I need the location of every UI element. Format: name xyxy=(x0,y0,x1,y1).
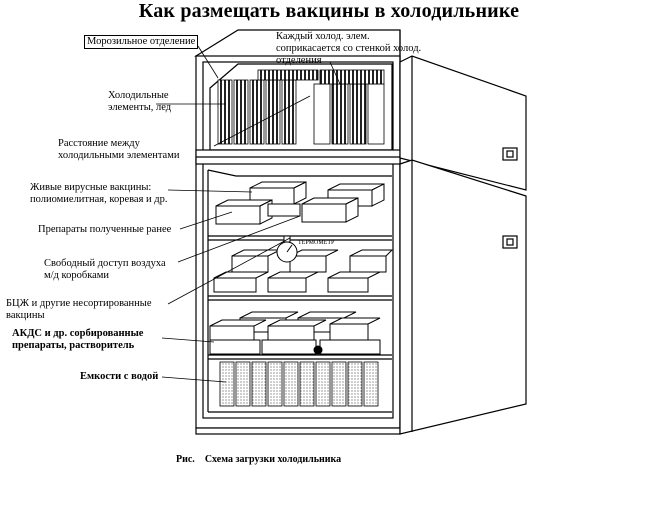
fridge-door xyxy=(399,159,527,435)
freezer-door xyxy=(399,55,527,191)
figure-caption: Рис. Схема загрузки холодильника xyxy=(176,454,341,465)
shelf-1-boxes xyxy=(215,181,385,225)
leader-lines xyxy=(156,45,341,383)
ice-label-line-1: Холодильные xyxy=(108,90,169,101)
cold-element-note-line-3: отделения xyxy=(276,55,322,66)
air-access-label-line-1: Свободный доступ воздуха xyxy=(44,258,166,269)
adsorbed-label-line-2: препараты, растворитель xyxy=(12,340,135,351)
cold-element-note-line-2: соприкасается со стенкой холод. xyxy=(276,43,422,54)
caption-text: Схема загрузки холодильника xyxy=(204,454,342,465)
air-access-label-line-2: м/д коробками xyxy=(44,270,110,281)
caption-prefix: Рис. xyxy=(176,454,195,465)
thermometer-icon xyxy=(276,235,298,263)
bcg-label-line-1: БЦЖ и другие несортированные xyxy=(6,298,152,309)
fridge-doors xyxy=(399,55,527,435)
earlier-preparations-label: Препараты полученные ранее xyxy=(38,224,172,235)
live-vaccines-label-line-1: Живые вирусные вакцины: xyxy=(30,182,152,193)
ice-label-line-2: элементы, лед xyxy=(108,102,172,113)
distance-label-line-2: холодильными элементами xyxy=(58,150,180,161)
cold-element-note-line-1: Каждый холод. элем. xyxy=(276,31,370,42)
live-vaccines-label-line-2: полиомиелитная, коревая и др. xyxy=(30,194,168,205)
shelf-2-boxes xyxy=(213,249,394,293)
distance-label-line-1: Расстояние между xyxy=(58,138,140,149)
page-title: Как размещать вакцины в холодильнике xyxy=(138,0,520,22)
bcg-label-line-2: вакцины xyxy=(6,310,45,321)
thermometer-label: ТЕРМОМЕТР xyxy=(298,240,335,246)
shelf-3-boxes xyxy=(209,311,381,355)
adsorbed-label-line-1: АКДС и др. сорбированные xyxy=(12,328,144,339)
cold-elements xyxy=(217,69,385,145)
water-label: Емкости с водой xyxy=(80,371,159,382)
water-containers xyxy=(219,361,379,407)
freezer-label: Морозильное отделение xyxy=(84,35,199,49)
